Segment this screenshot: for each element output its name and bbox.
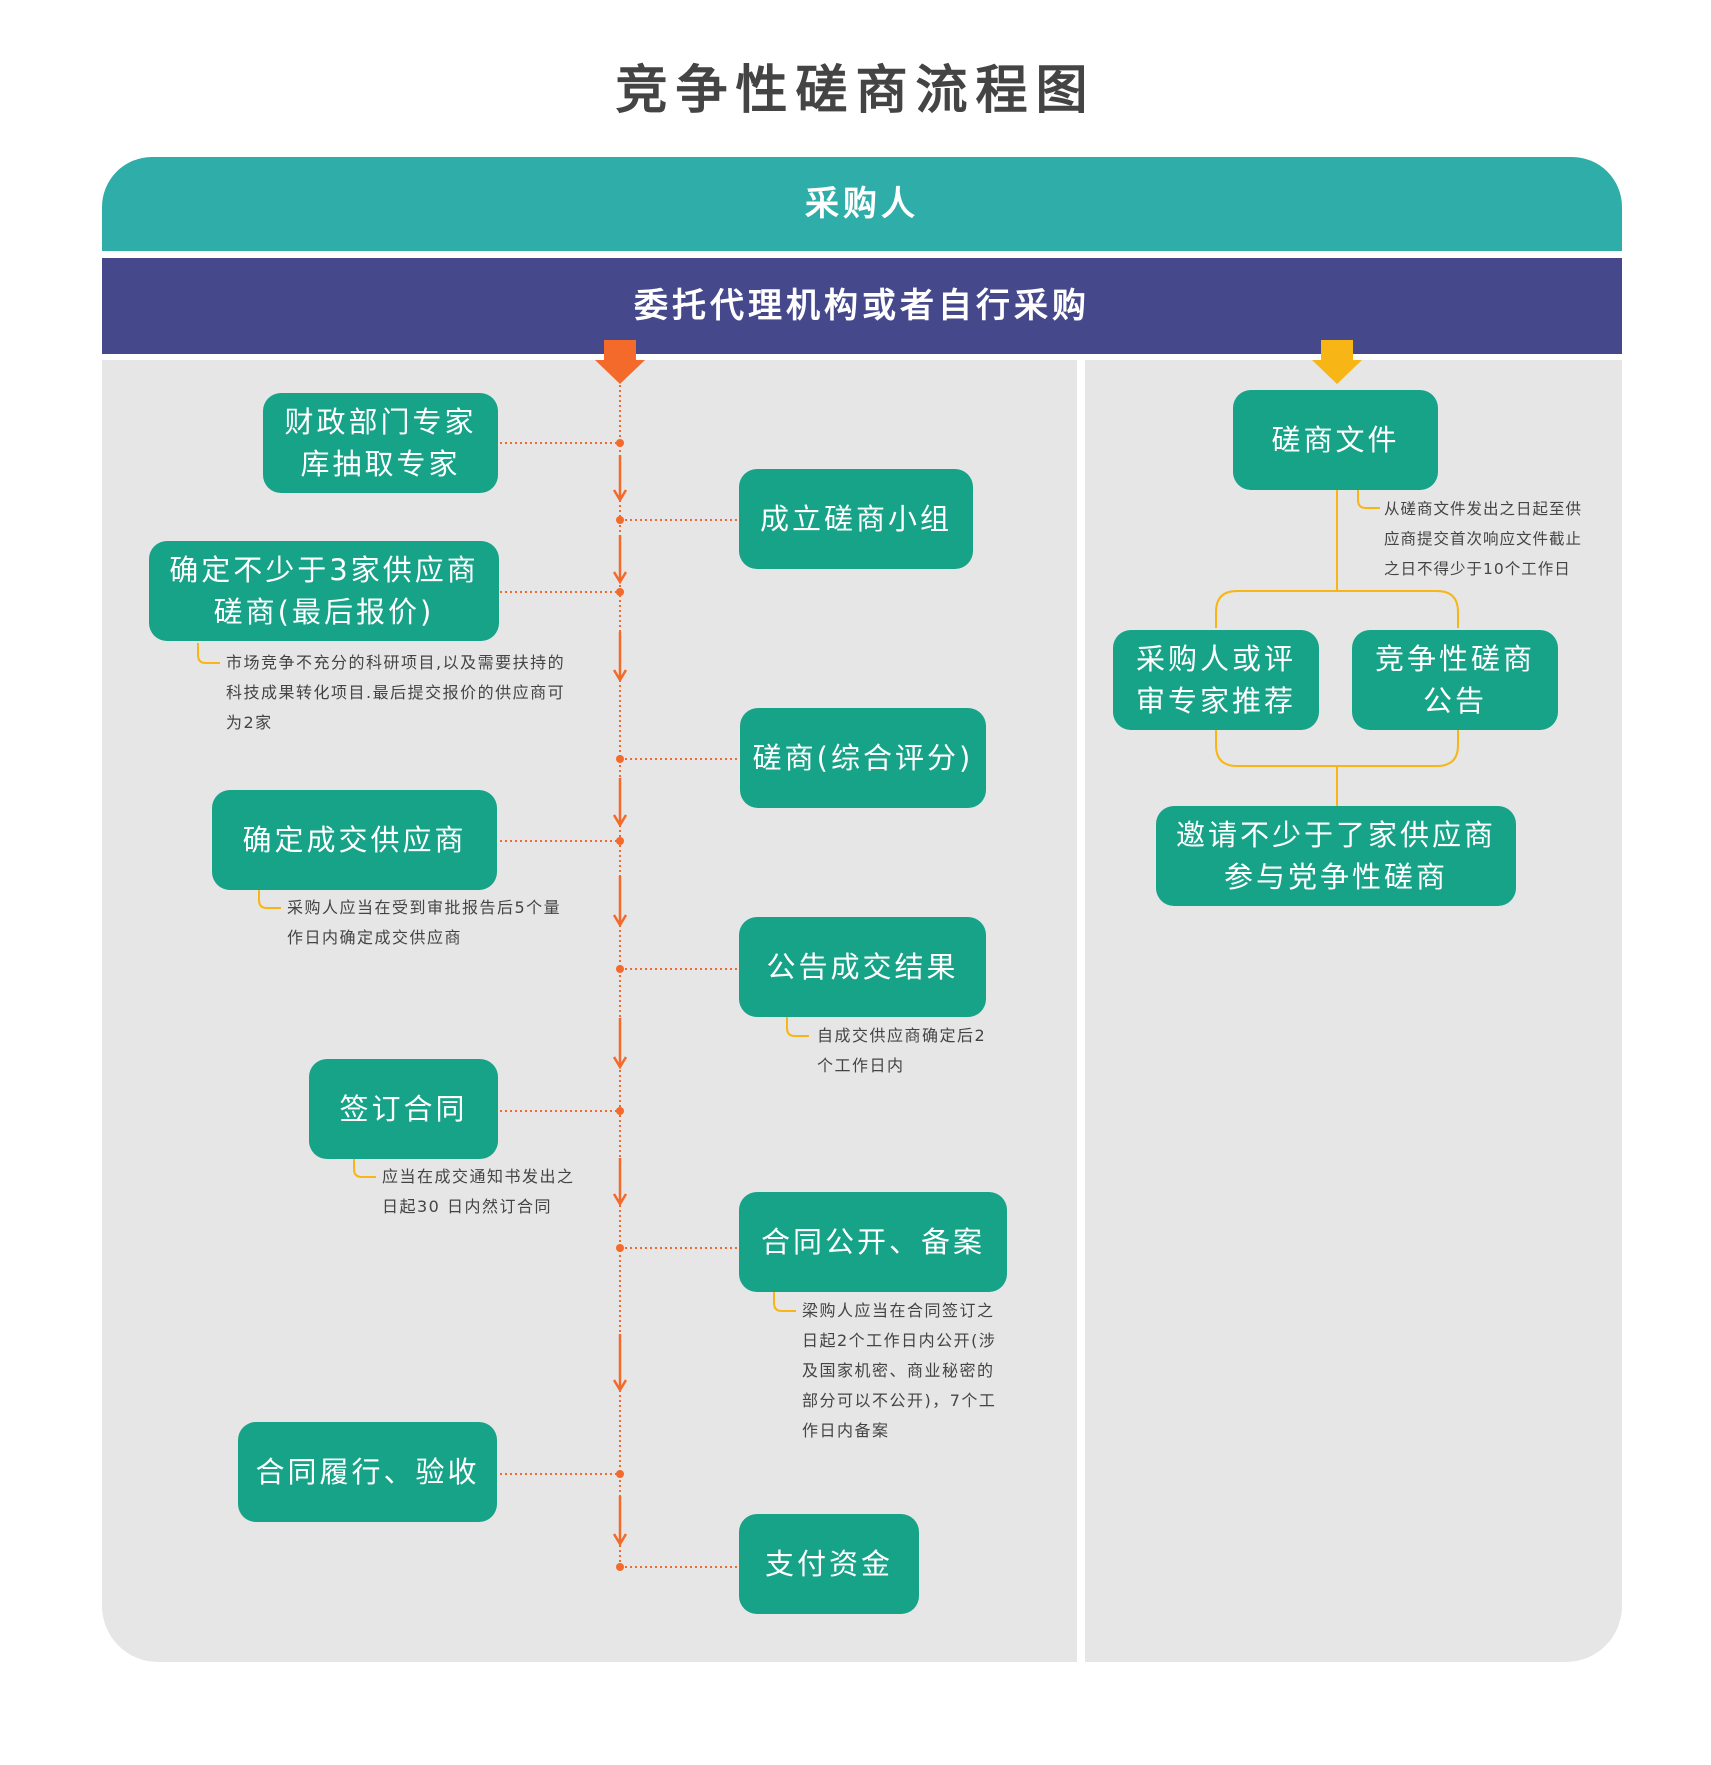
junction-dot xyxy=(616,1470,624,1478)
down-arrow-icon xyxy=(612,535,628,585)
orange-connectors xyxy=(500,340,742,1571)
note-bracket xyxy=(1357,488,1380,509)
note-announce-deadline: 自成交供应商确定后2 个工作日内 xyxy=(817,1026,987,1075)
junction-dot xyxy=(616,516,624,524)
down-arrow-icon xyxy=(612,1334,628,1393)
junction-dot xyxy=(616,1563,624,1571)
down-arrow-icon xyxy=(612,632,628,683)
merge-curve xyxy=(1215,730,1459,767)
node-announce-result: 公告成交结果 xyxy=(739,917,986,1017)
node-invite-suppliers: 邀请不少于了家供应商 参与党争性磋商 xyxy=(1156,806,1516,906)
junction-dot xyxy=(616,1244,624,1252)
note-document-deadline: 从磋商文件发出之日起至供 应商提交首次响应文件截止 之日不得少于10个工作日 xyxy=(1384,500,1583,578)
note-bracket xyxy=(786,1016,809,1037)
down-arrow-icon xyxy=(612,455,628,503)
note-bracket xyxy=(353,1157,376,1178)
page-title: 竞争性磋商流程图 xyxy=(615,61,1096,121)
junction-dot xyxy=(616,439,624,447)
junction-dot xyxy=(616,965,624,973)
spine-arrows xyxy=(612,455,628,1547)
entry-arrow-yellow-icon xyxy=(1312,340,1362,384)
down-arrow-icon xyxy=(612,1018,628,1070)
split-curve xyxy=(1215,590,1459,628)
yellow-connectors xyxy=(197,340,1459,1312)
node-negotiation-scoring: 磋商(综合评分) xyxy=(740,708,986,808)
purchaser-band: 采购人 xyxy=(102,157,1622,251)
down-arrow-icon xyxy=(612,1158,628,1207)
node-negotiation-document: 磋商文件 xyxy=(1233,390,1438,490)
junction-dot xyxy=(616,755,624,763)
node-contract-performance: 合同履行、验收 xyxy=(238,1422,497,1522)
note-sign-deadline: 应当在成交通知书发出之 日起30 日内然订合同 xyxy=(382,1167,575,1216)
junction-dot xyxy=(616,588,624,596)
down-arrow-icon xyxy=(612,876,628,928)
right-panel xyxy=(1085,360,1622,1662)
node-sign-contract: 签订合同 xyxy=(309,1059,498,1159)
node-form-panel: 成立磋商小组 xyxy=(739,469,973,569)
node-contract-publicize: 合同公开、备案 xyxy=(739,1192,1007,1292)
note-determine-deadline: 采购人应当在受到审批报告后5个量 作日内确定成交供应商 xyxy=(287,898,562,947)
note-publicize-deadline: 梁购人应当在合同签订之 日起2个工作日内公开(涉 及国家机密、商业秘密的 部分可… xyxy=(802,1301,997,1440)
down-arrow-icon xyxy=(612,778,628,828)
node-extract-experts: 财政部门专家 库抽取专家 xyxy=(263,393,498,493)
note-bracket xyxy=(197,643,220,664)
node-select-suppliers: 确定不少于3家供应商 磋商(最后报价) xyxy=(149,541,499,641)
node-determine-supplier: 确定成交供应商 xyxy=(212,790,497,890)
junction-dot xyxy=(616,837,624,845)
down-arrow-icon xyxy=(612,1496,628,1547)
note-bracket xyxy=(773,1291,796,1312)
note-supplier-exception: 市场竞争不充分的科研项目,以及需要扶持的 科技成果转化项目.最后提交报价的供应商… xyxy=(226,653,566,732)
node-public-announcement: 竞争性磋商 公告 xyxy=(1352,630,1558,730)
node-pay-funds: 支付资金 xyxy=(739,1514,919,1614)
agency-band: 委托代理机构或者自行采购 xyxy=(102,258,1622,354)
junction-dot xyxy=(616,1107,624,1115)
node-recommendation: 采购人或评 审专家推荐 xyxy=(1113,630,1319,730)
note-bracket xyxy=(258,888,281,909)
entry-arrow-orange-icon xyxy=(595,340,645,384)
